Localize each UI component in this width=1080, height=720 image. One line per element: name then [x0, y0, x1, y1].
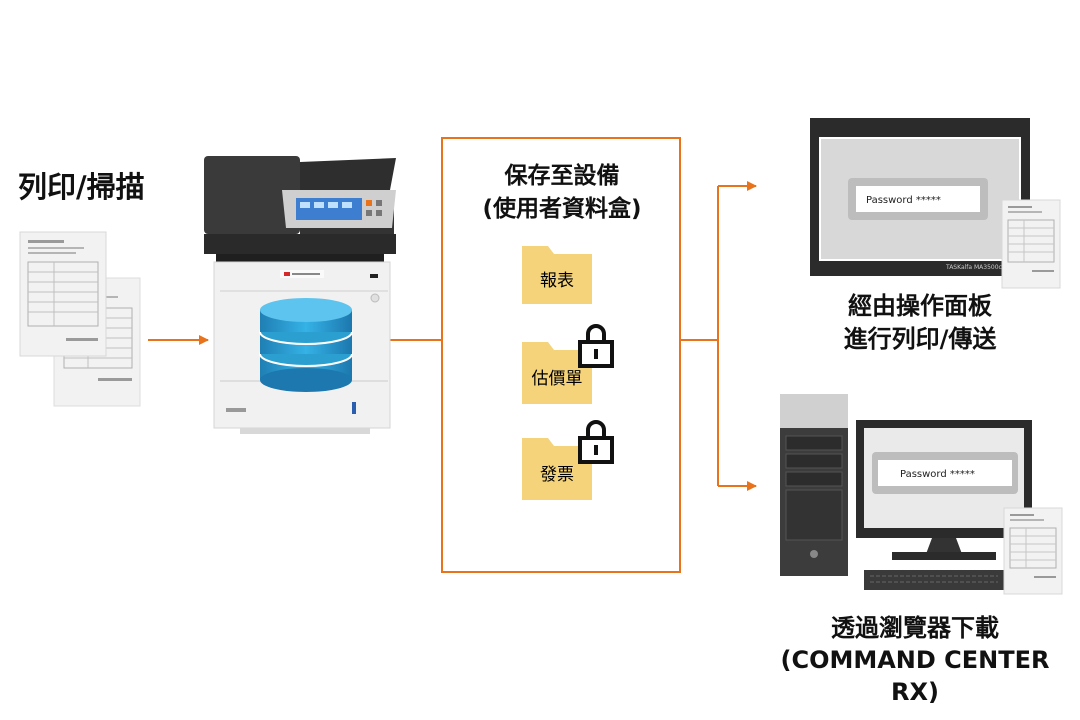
folder-invoice: 發票: [522, 420, 614, 500]
document-stack: [19, 231, 141, 407]
keyboard-icon: [864, 570, 1004, 590]
folder-report: 報表: [522, 246, 592, 304]
web-caption: 透過瀏覽器下載 (COMMAND CENTER RX): [760, 612, 1070, 708]
lock-icon: [578, 420, 614, 464]
storage-title-line2: (使用者資料盒): [482, 196, 642, 222]
folder-label-report: 報表: [540, 271, 574, 291]
storage-title: 保存至設備 (使用者資料盒): [444, 160, 680, 226]
operation-panel: Password ***** TASKalfa MA3500ci: [810, 118, 1061, 289]
storage-box: [441, 137, 681, 573]
web-password-text: Password *****: [900, 469, 975, 480]
panel-caption-line1: 經由操作面板: [848, 292, 992, 320]
device-model-label: TASKalfa MA3500ci: [945, 264, 1004, 271]
database-icon: [259, 298, 353, 392]
folder-icon: [522, 246, 592, 304]
document-icon: [19, 231, 107, 357]
document-icon: [1003, 507, 1063, 595]
panel-password-text: Password *****: [866, 195, 941, 206]
panel-caption: 經由操作面板 進行列印/傳送: [800, 290, 1040, 356]
folder-icon: [522, 342, 592, 404]
computer: Password *****: [780, 394, 1063, 595]
document-icon: [1001, 199, 1061, 289]
folder-quote: 估價單: [522, 324, 614, 404]
web-caption-line2: (COMMAND CENTER RX): [780, 646, 1050, 706]
computer-tower-icon: [780, 394, 848, 576]
print-scan-label: 列印/掃描: [18, 170, 145, 204]
folder-label-quote: 估價單: [532, 369, 583, 389]
folder-icon: [522, 438, 592, 500]
web-caption-line1: 透過瀏覽器下載: [831, 614, 999, 642]
storage-title-line1: 保存至設備: [504, 163, 620, 189]
folder-label-invoice: 發票: [540, 465, 574, 485]
panel-caption-line2: 進行列印/傳送: [843, 325, 997, 353]
monitor-icon: Password *****: [856, 420, 1032, 560]
printer-icon: [204, 156, 396, 434]
lock-icon: [578, 324, 614, 368]
